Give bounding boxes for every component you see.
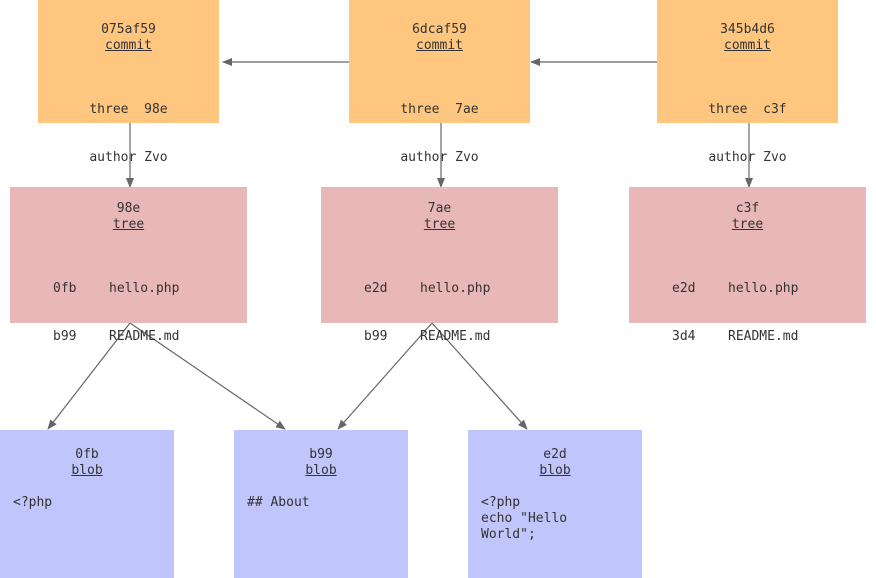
commit-body: three 98e author Zvo: [38, 70, 219, 198]
blob-type-label: blob: [539, 463, 571, 478]
commit-node: 6dcaf59 commit three 7ae author Zvo: [349, 0, 530, 165]
tree-entries: 0fb hello.php b99 README.md: [10, 249, 247, 377]
tree-entries: e2d hello.php 3d4 README.md: [629, 249, 866, 377]
entry-name: README.md: [420, 329, 491, 344]
tree-entry: e2d hello.php: [364, 281, 558, 297]
commit-body: three 7ae author Zvo: [349, 70, 530, 198]
tree-type-label: tree: [731, 217, 764, 232]
tree-type-label: tree: [112, 217, 145, 232]
blob-node: b99 blob ## About: [234, 430, 408, 578]
commit-id: 6dcaf59: [412, 22, 467, 37]
tree-type-label: tree: [423, 217, 456, 232]
arrow-tree2-to-blob3: [431, 322, 528, 430]
commit-type-label: commit: [724, 38, 771, 53]
tree-entry: 0fb hello.php: [53, 281, 247, 297]
commit-id: 075af59: [101, 22, 156, 37]
tree-entry: b99 README.md: [364, 329, 558, 345]
tree-id: c3f: [735, 201, 760, 216]
entry-name: README.md: [109, 329, 180, 344]
tree-entries: e2d hello.php b99 README.md: [321, 249, 558, 377]
entry-hash: b99: [364, 329, 388, 344]
entry-name: hello.php: [109, 281, 180, 296]
blob-node: 0fb blob <?php: [0, 430, 174, 578]
tree-node: 7ae tree e2d hello.php b99 README.md: [321, 187, 558, 344]
commit-author-line: author Zvo: [89, 150, 168, 165]
tree-id: 98e: [116, 201, 141, 216]
blob-type-label: blob: [71, 463, 103, 478]
blob-node: e2d blob <?php echo "Hello World";: [468, 430, 642, 578]
entry-hash: 0fb: [53, 281, 77, 296]
arrow-tree1-to-blob1: [47, 322, 131, 430]
tree-entry: e2d hello.php: [672, 281, 866, 297]
blob-content: <?php echo "Hello World";: [481, 495, 568, 542]
commit-id: 345b4d6: [720, 22, 775, 37]
tree-entry: b99 README.md: [53, 329, 247, 345]
blob-id: e2d: [543, 447, 567, 462]
blob-id: b99: [309, 447, 333, 462]
entry-hash: e2d: [672, 281, 696, 296]
tree-id: 7ae: [427, 201, 452, 216]
entry-name: hello.php: [420, 281, 491, 296]
entry-name: hello.php: [728, 281, 799, 296]
tree-node: c3f tree e2d hello.php 3d4 README.md: [629, 187, 866, 344]
commit-node: 075af59 commit three 98e author Zvo: [38, 0, 219, 165]
entry-name: README.md: [728, 329, 799, 344]
entry-hash: b99: [53, 329, 77, 344]
blob-content: <?php: [13, 495, 53, 510]
commit-tree-line: three 98e: [89, 102, 168, 117]
blob-content: ## About: [247, 495, 310, 510]
commit-tree-line: three 7ae: [400, 102, 479, 117]
tree-entry: 3d4 README.md: [672, 329, 866, 345]
entry-hash: 3d4: [672, 329, 696, 344]
commit-type-label: commit: [416, 38, 463, 53]
commit-author-line: author Zvo: [400, 150, 479, 165]
commit-author-line: author Zvo: [708, 150, 787, 165]
entry-hash: e2d: [364, 281, 388, 296]
commit-body: three c3f author Zvo: [657, 70, 838, 198]
commit-tree-line: three c3f: [708, 102, 787, 117]
arrow-tree2-to-blob2: [337, 322, 433, 430]
tree-node: 98e tree 0fb hello.php b99 README.md: [10, 187, 247, 344]
commit-node: 345b4d6 commit three c3f author Zvo: [657, 0, 838, 165]
blob-id: 0fb: [75, 447, 99, 462]
commit-type-label: commit: [105, 38, 152, 53]
arrow-tree1-to-blob2: [129, 322, 286, 430]
blob-type-label: blob: [305, 463, 337, 478]
